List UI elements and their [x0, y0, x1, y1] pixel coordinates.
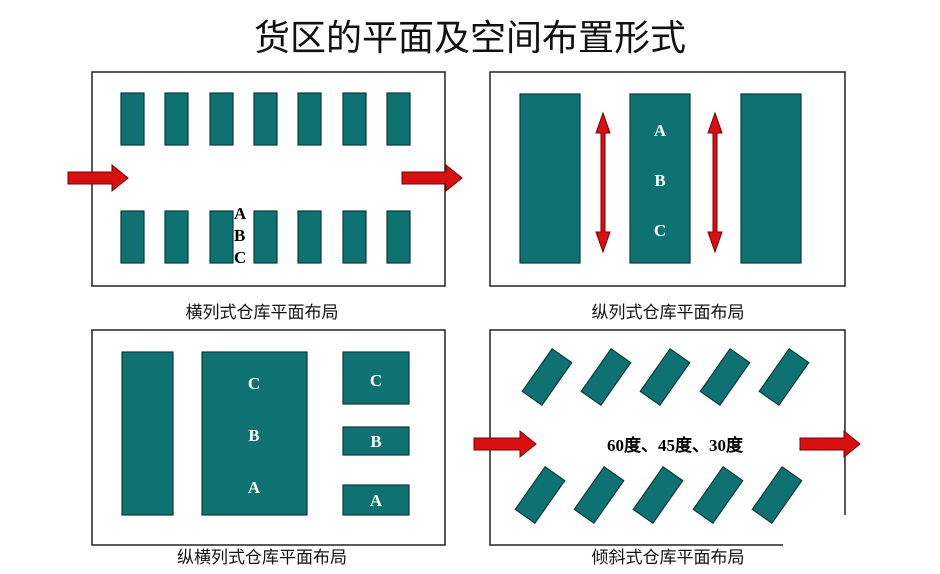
- panel-diagonal-layout: 60度、45度、30度 倾斜式仓库平面布局: [473, 329, 861, 568]
- rack: [758, 347, 810, 407]
- rack: [209, 92, 234, 146]
- double-arrow-icon: [595, 111, 611, 254]
- rack: [639, 347, 691, 407]
- arrow-right-icon: [473, 429, 537, 459]
- rack: [521, 347, 573, 407]
- rack: [519, 93, 581, 264]
- rack: [120, 210, 145, 264]
- label-c-small: C: [370, 371, 382, 390]
- label-a: A: [654, 121, 667, 140]
- rack: [121, 351, 174, 516]
- rack: [209, 210, 234, 264]
- panel-caption: 横列式仓库平面布局: [186, 303, 339, 323]
- label-b: B: [654, 171, 665, 190]
- panel-caption: 纵横列式仓库平面布局: [177, 548, 347, 568]
- rack: [253, 92, 278, 146]
- rack: [751, 465, 803, 525]
- rack: [632, 465, 684, 525]
- rack: [201, 351, 308, 516]
- rack: [342, 426, 410, 456]
- rack: [253, 210, 278, 264]
- rack: [629, 93, 691, 264]
- label-a-small: A: [370, 491, 383, 510]
- rack: [342, 210, 367, 264]
- rack: [164, 92, 189, 146]
- page-title: 货区的平面及空间布置形式: [254, 18, 686, 59]
- rack: [740, 93, 802, 264]
- label-a: A: [248, 478, 261, 497]
- label-c: C: [654, 221, 666, 240]
- rack: [297, 210, 322, 264]
- label-b: B: [248, 426, 259, 445]
- panel-vertical-layout: A B C 纵列式仓库平面布局: [489, 71, 846, 323]
- rack: [699, 347, 751, 407]
- double-arrow-icon: [707, 111, 723, 254]
- label-b-small: B: [370, 432, 381, 451]
- rack: [164, 210, 189, 264]
- label-b: B: [234, 226, 245, 245]
- rack: [580, 347, 632, 407]
- rack: [692, 465, 744, 525]
- panel-horizontal-layout: A B C 横列式仓库平面布局: [67, 71, 463, 323]
- label-a: A: [234, 204, 247, 223]
- arrow-right-icon: [67, 163, 129, 193]
- panel-mixed-layout: C B A C B A 纵横列式仓库平面布局: [91, 329, 446, 568]
- rack: [514, 465, 566, 525]
- rack: [120, 92, 145, 146]
- rack: [342, 351, 410, 405]
- rack: [342, 484, 410, 516]
- label-c: C: [234, 248, 246, 267]
- panel-caption: 倾斜式仓库平面布局: [592, 548, 745, 568]
- arrow-right-icon: [799, 429, 861, 459]
- angle-label: 60度、45度、30度: [607, 435, 744, 455]
- rack: [342, 92, 367, 146]
- rack: [573, 465, 625, 525]
- panel-caption: 纵列式仓库平面布局: [592, 303, 745, 323]
- rack: [297, 92, 322, 146]
- rack: [386, 92, 411, 146]
- label-c: C: [248, 374, 260, 393]
- panel-frame: [489, 329, 846, 546]
- rack: [386, 210, 411, 264]
- arrow-right-icon: [401, 163, 463, 193]
